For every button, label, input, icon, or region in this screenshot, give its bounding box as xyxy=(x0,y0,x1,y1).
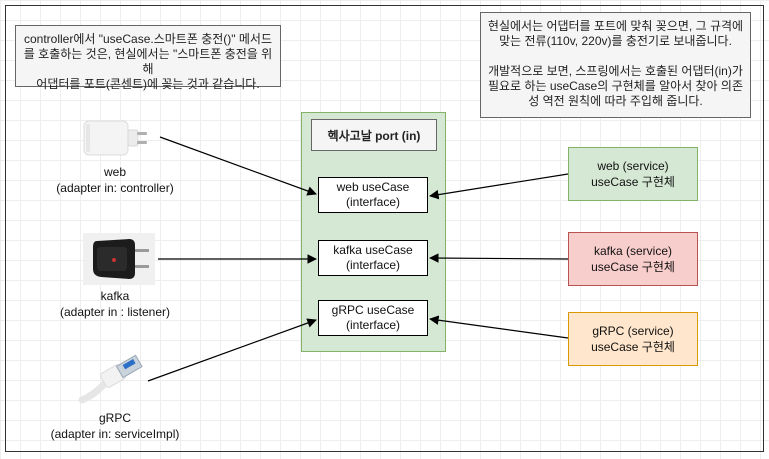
usecase-name: web useCase xyxy=(336,180,410,194)
web-adapter-arrow xyxy=(159,136,317,196)
grpc-adapter-label: gRPC (adapter in: serviceImpl) xyxy=(30,410,200,442)
service-line2: useCase 구현체 xyxy=(591,340,675,354)
adapter-desc: (adapter in: serviceImpl) xyxy=(50,427,180,441)
usb-cable-icon xyxy=(78,354,146,404)
service-line1: gRPC (service) xyxy=(592,324,674,338)
usecase-name: kafka useCase xyxy=(333,243,413,257)
web-usecase-box: web useCase (interface) xyxy=(318,177,428,213)
web-service-box: web (service) useCase 구현체 xyxy=(568,147,698,201)
adapter-name: kafka xyxy=(100,289,130,303)
diagram-frame xyxy=(5,5,764,452)
web-service-arrow xyxy=(429,173,569,200)
service-line2: useCase 구현체 xyxy=(591,175,675,189)
service-line2: useCase 구현체 xyxy=(591,260,675,274)
usb-charger-icon xyxy=(80,118,150,158)
plug-adapter-icon xyxy=(83,233,155,285)
grpc-adapter-arrow xyxy=(147,318,317,382)
kafka-usecase-box: kafka useCase (interface) xyxy=(318,240,428,276)
port-title: 헥사고날 port (in) xyxy=(311,119,437,151)
usecase-sub: (interface) xyxy=(345,195,401,209)
note-right: 현실에서는 어댑터를 포트에 맞춰 꽂으면, 그 규격에 맞는 전류(110v,… xyxy=(480,12,751,118)
usecase-name: gRPC useCase xyxy=(331,303,415,317)
kafka-adapter-label: kafka (adapter in : listener) xyxy=(40,288,190,320)
adapter-name: gRPC xyxy=(98,411,131,425)
adapter-desc: (adapter in: controller) xyxy=(56,181,174,195)
usecase-sub: (interface) xyxy=(345,258,401,272)
kafka-service-arrow xyxy=(429,253,569,263)
usecase-sub: (interface) xyxy=(345,318,401,332)
grpc-service-box: gRPC (service) useCase 구현체 xyxy=(568,312,698,366)
service-line1: kafka (service) xyxy=(593,244,673,258)
grpc-usecase-box: gRPC useCase (interface) xyxy=(318,300,428,336)
adapter-name: web xyxy=(103,165,126,179)
service-line1: web (service) xyxy=(597,159,669,173)
note-left: controller에서 "useCase.스마트폰 충전()" 메서드 를 호… xyxy=(15,25,281,91)
web-adapter-label: web (adapter in: controller) xyxy=(40,164,190,196)
grpc-service-arrow xyxy=(429,315,569,339)
kafka-service-box: kafka (service) useCase 구현체 xyxy=(568,232,698,286)
adapter-desc: (adapter in : listener) xyxy=(59,305,171,319)
